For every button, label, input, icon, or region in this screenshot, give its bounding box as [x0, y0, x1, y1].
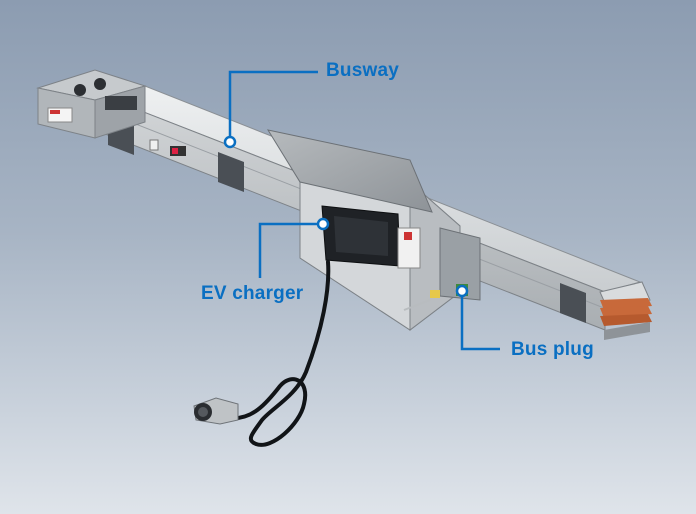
end-tap-box	[36, 69, 147, 139]
callout-label-bus-plug: Bus plug	[511, 339, 594, 360]
ev-charger-unit	[321, 205, 421, 269]
ev-connector	[193, 397, 239, 425]
busbar-end	[599, 281, 652, 340]
bus-plug-lid	[266, 129, 433, 213]
callout-label-busway: Busway	[326, 60, 400, 81]
charging-cable	[208, 260, 331, 447]
callout-ev-charger-leader	[258, 217, 330, 278]
callout-bus-plug-leader	[455, 284, 500, 351]
callout-label-ev-charger: EV charger	[201, 283, 304, 304]
callout-busway-leader	[223, 70, 318, 149]
